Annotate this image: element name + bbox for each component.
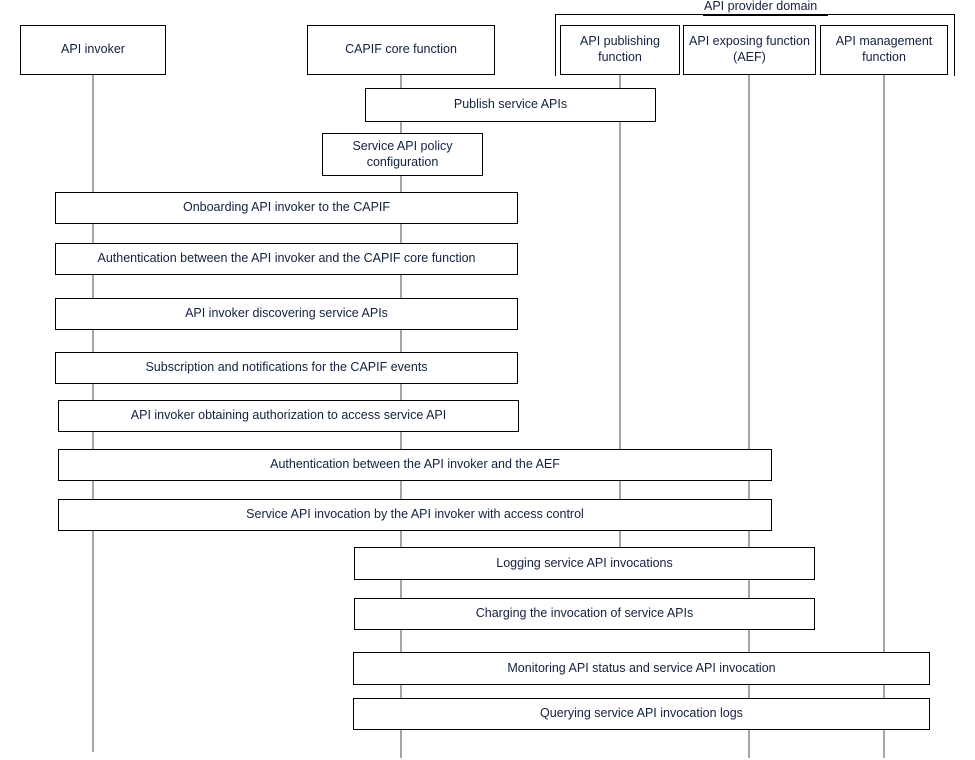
step-authentication-invoker-capif-core[interactable]: Authentication between the API invoker a… — [55, 243, 518, 275]
step-onboarding-api-invoker[interactable]: Onboarding API invoker to the CAPIF — [55, 192, 518, 224]
step-obtaining-authorization[interactable]: API invoker obtaining authorization to a… — [58, 400, 519, 432]
actor-api-invoker[interactable]: API invoker — [20, 25, 166, 75]
step-logging-service-api-invocations[interactable]: Logging service API invocations — [354, 547, 815, 580]
step-discovering-service-apis-label: API invoker discovering service APIs — [185, 306, 388, 321]
actor-api-management-function[interactable]: API management function — [820, 25, 948, 75]
step-logging-service-api-invocations-label: Logging service API invocations — [496, 555, 673, 570]
step-subscription-notifications[interactable]: Subscription and notifications for the C… — [55, 352, 518, 384]
step-monitoring-api-status[interactable]: Monitoring API status and service API in… — [353, 652, 930, 685]
step-monitoring-api-status-label: Monitoring API status and service API in… — [507, 660, 776, 675]
actor-api-exposing-function-label: API exposing function (AEF) — [689, 34, 810, 64]
step-publish-service-apis[interactable]: Publish service APIs — [365, 88, 656, 122]
actor-api-invoker-label: API invoker — [61, 42, 125, 57]
step-service-api-policy-configuration-label: Service API policy configuration — [352, 138, 453, 169]
step-querying-invocation-logs-label: Querying service API invocation logs — [540, 706, 743, 721]
step-charging-invocation[interactable]: Charging the invocation of service APIs — [354, 598, 815, 630]
step-service-api-invocation[interactable]: Service API invocation by the API invoke… — [58, 499, 772, 531]
step-subscription-notifications-label: Subscription and notifications for the C… — [145, 360, 428, 375]
api-provider-domain-bracket — [555, 14, 955, 76]
step-authentication-invoker-capif-core-label: Authentication between the API invoker a… — [97, 251, 476, 266]
api-provider-domain-underline — [703, 15, 828, 16]
step-charging-invocation-label: Charging the invocation of service APIs — [475, 606, 694, 621]
api-provider-domain-label: API provider domain — [700, 0, 822, 14]
lifeline-api-exposing — [748, 75, 750, 758]
step-service-api-invocation-label: Service API invocation by the API invoke… — [246, 507, 584, 522]
step-authentication-invoker-aef[interactable]: Authentication between the API invoker a… — [58, 449, 772, 481]
actor-api-management-function-label: API management function — [835, 34, 933, 64]
actor-api-publishing-function[interactable]: API publishing function — [560, 25, 680, 75]
actor-api-exposing-function[interactable]: API exposing function (AEF) — [683, 25, 816, 75]
step-obtaining-authorization-label: API invoker obtaining authorization to a… — [130, 408, 447, 423]
step-service-api-policy-configuration[interactable]: Service API policy configuration — [322, 133, 483, 176]
actor-capif-core-function[interactable]: CAPIF core function — [307, 25, 495, 75]
actor-capif-core-function-label: CAPIF core function — [345, 42, 457, 57]
step-authentication-invoker-aef-label: Authentication between the API invoker a… — [270, 457, 560, 472]
step-querying-invocation-logs[interactable]: Querying service API invocation logs — [353, 698, 930, 730]
actor-api-publishing-function-label: API publishing function — [580, 34, 660, 64]
lifeline-api-management — [883, 75, 885, 758]
step-onboarding-api-invoker-label: Onboarding API invoker to the CAPIF — [182, 200, 391, 215]
step-discovering-service-apis[interactable]: API invoker discovering service APIs — [55, 298, 518, 330]
step-publish-service-apis-label: Publish service APIs — [453, 97, 568, 112]
lifeline-api-publishing — [619, 75, 621, 560]
